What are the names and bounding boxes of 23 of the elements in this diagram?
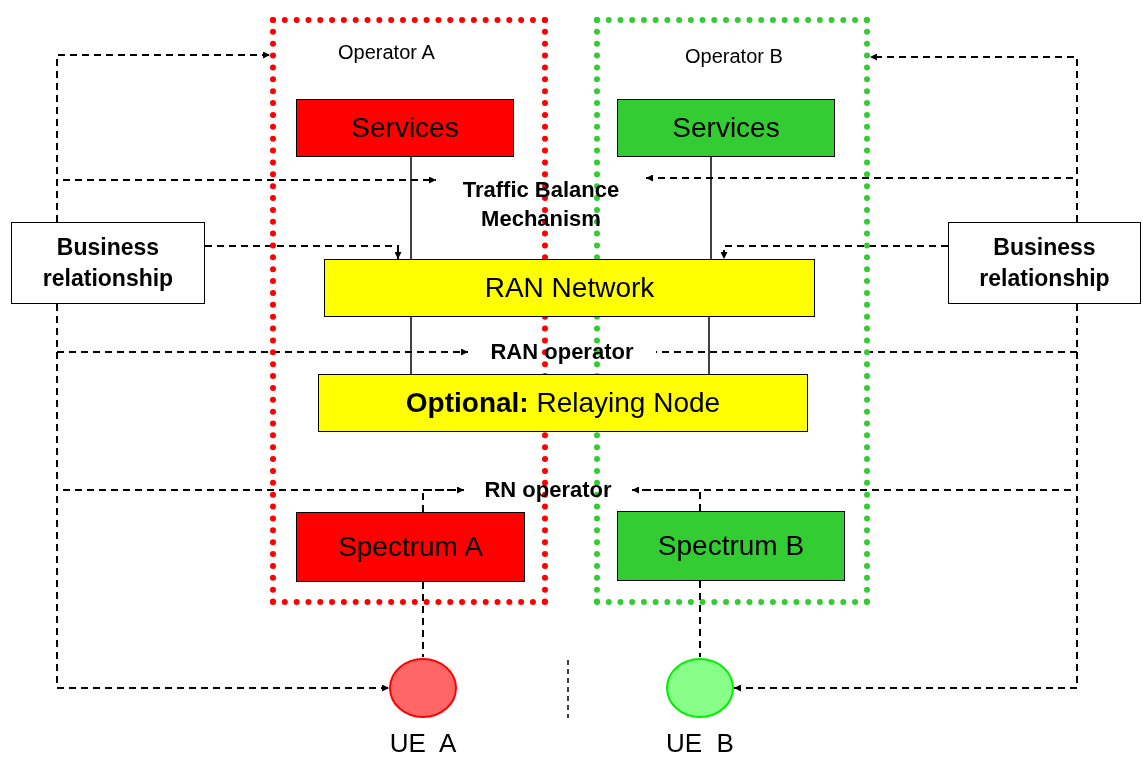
relationship-box: Business relationship xyxy=(948,222,1141,304)
group-title: Operator B xyxy=(685,45,783,68)
services-box: Services xyxy=(296,99,514,157)
dashed-arrow xyxy=(720,245,949,260)
dashed-line xyxy=(422,581,424,658)
mechanism-label: Traffic Balance Mechanism xyxy=(436,170,646,240)
network-box: RAN Network xyxy=(324,259,815,317)
connector-line xyxy=(410,156,412,260)
relationship-box: Business relationship xyxy=(11,222,205,304)
group-title: Operator A xyxy=(338,41,435,64)
terminal-label: UE A xyxy=(388,728,458,758)
spectrum-box: Spectrum A xyxy=(296,512,525,582)
connector-line xyxy=(710,156,712,260)
dashed-arrow xyxy=(204,245,402,260)
operator-label: RAN operator xyxy=(468,337,656,367)
relay-node-box: Optional: Relaying Node xyxy=(318,374,808,432)
services-box: Services xyxy=(617,99,835,157)
terminal-label: UE B xyxy=(665,728,735,758)
connector-line xyxy=(410,316,412,375)
dashed-line xyxy=(699,580,701,658)
connector-line xyxy=(708,316,710,375)
spectrum-box: Spectrum B xyxy=(617,511,845,581)
operator-label: RN operator xyxy=(464,475,632,505)
